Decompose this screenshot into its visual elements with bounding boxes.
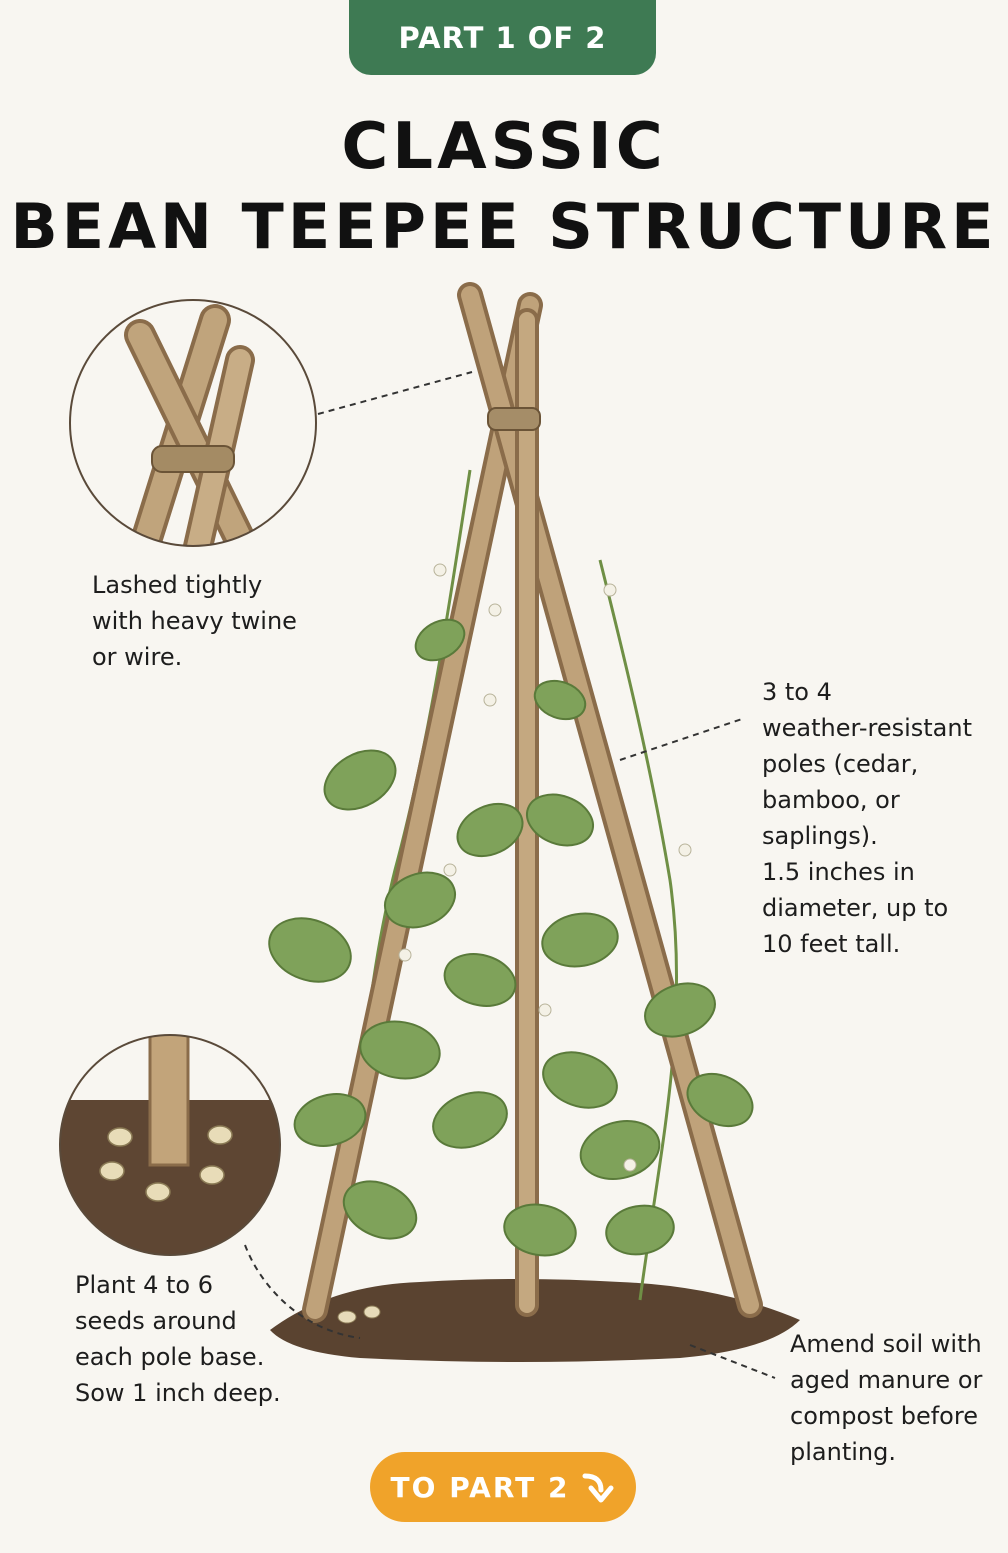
soil-mound [270,1279,800,1362]
seed-detail-circle [59,1034,281,1256]
bean-blossoms [398,563,692,1172]
base-seeds [337,1305,381,1324]
callout-leaders [244,371,776,1379]
to-part-2-label: TO PART 2 [390,1470,570,1504]
part-badge: PART 1 OF 2 [349,0,656,75]
lashing-detail-circle [69,299,317,547]
page-title-line1: CLASSIC [341,110,667,184]
soil-callout: Amend soil with aged manure or compost b… [790,1330,983,1466]
seeds-callout: Plant 4 to 6 seeds around each pole base… [75,1271,281,1407]
to-part-2-button[interactable]: TO PART 2 [370,1452,636,1522]
bean-leaves [268,618,754,1257]
curved-arrow-down-icon [582,1473,614,1503]
lashing-callout: Lashed tightly with heavy twine or wire. [92,571,297,671]
poles-callout: 3 to 4 weather-resistant poles (cedar, b… [762,678,972,958]
page-title-line2: BEAN TEEPEE STRUCTURE [10,190,998,263]
